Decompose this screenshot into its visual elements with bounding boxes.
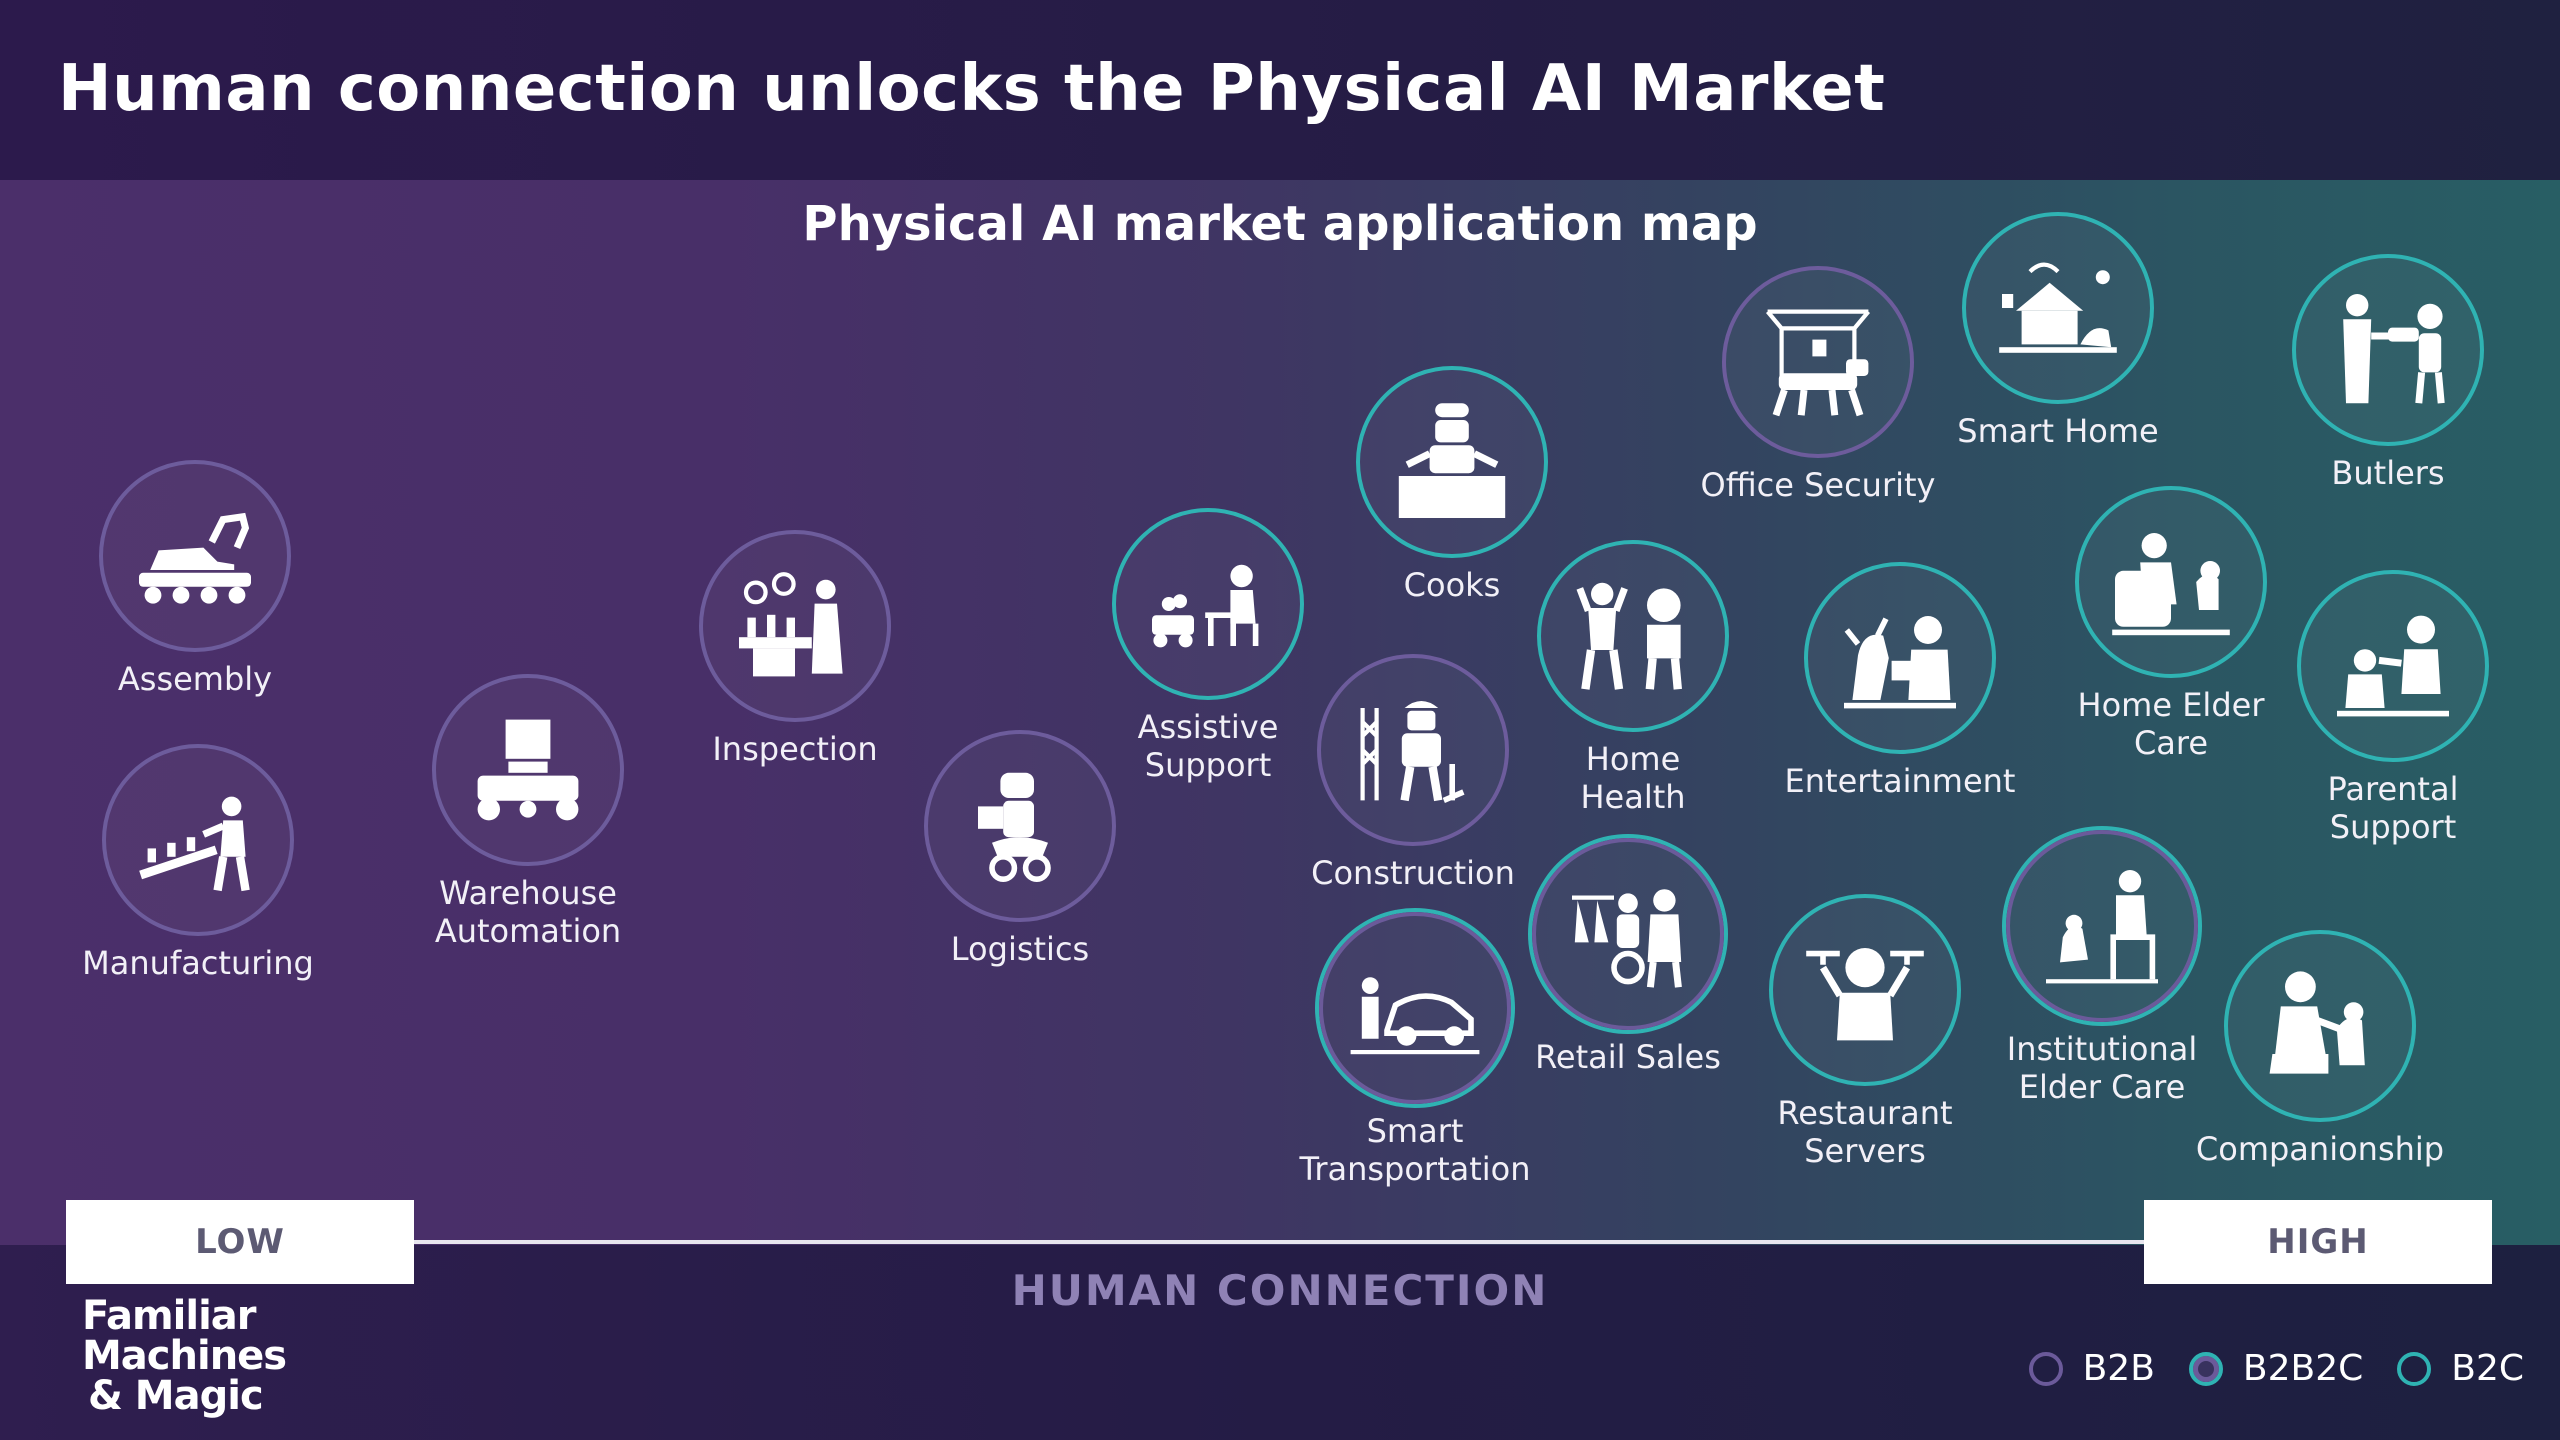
legend-label: B2B (2082, 1348, 2155, 1389)
manufacturing-circle[interactable] (102, 744, 294, 936)
cook-robot-icon (1398, 403, 1506, 518)
institutional-elder-care-circle[interactable] (2006, 830, 2198, 1022)
home-elder-care-circle[interactable] (2075, 486, 2267, 678)
smart-home-circle[interactable] (1962, 212, 2154, 404)
retail-sales-icon (1572, 889, 1682, 988)
logo-line-1: Familiar (82, 1293, 257, 1339)
warehouse-robot-icon (477, 719, 579, 821)
warehouse-automation-circle[interactable] (432, 674, 624, 866)
retail-sales-circle[interactable] (1532, 838, 1724, 1030)
node-label: Logistics (950, 930, 1090, 968)
entertainment-circle[interactable] (1804, 562, 1996, 754)
node-label: Cooks (1403, 566, 1501, 604)
institutional-elder-care-icon (2046, 870, 2158, 984)
smart-home-icon (1999, 262, 2117, 353)
assembly-robot-icon (139, 512, 251, 604)
legend: B2B B2B2C B2C (1995, 1348, 2524, 1389)
home-health-icon (1576, 582, 1682, 690)
home-elder-care-icon (2112, 533, 2230, 636)
butlers-circle[interactable] (2292, 254, 2484, 446)
node-label: Retail Sales (1535, 1038, 1721, 1076)
human-connection-axis (410, 1240, 2145, 1244)
home-health-circle[interactable] (1537, 540, 1729, 732)
node-label: Office Security (1700, 466, 1936, 504)
legend-item-b2c: B2C (2397, 1348, 2524, 1389)
legend-item-b2b: B2B (2028, 1348, 2155, 1389)
companionship-circle[interactable] (2224, 930, 2416, 1122)
legend-swatch-b2b2c (2188, 1351, 2223, 1386)
legend-label: B2C (2451, 1348, 2524, 1389)
axis-low-label: LOW (66, 1200, 414, 1284)
node-label: Companionship (2195, 1130, 2445, 1168)
page-title: Human connection unlocks the Physical AI… (58, 52, 1886, 126)
office-security-icon (1765, 309, 1871, 417)
node-label: Assembly (117, 660, 273, 698)
butler-robot-icon (2343, 294, 2445, 404)
node-label: Entertainment (1784, 762, 2016, 800)
legend-item-b2b2c: B2B2C (2188, 1348, 2364, 1389)
axis-high-label: HIGH (2144, 1200, 2492, 1284)
logo-line-3: & Magic (88, 1373, 264, 1419)
logistics-robot-icon (978, 772, 1051, 882)
inspection-circle[interactable] (699, 530, 891, 722)
construction-circle[interactable] (1317, 654, 1509, 846)
logistics-circle[interactable] (924, 730, 1116, 922)
company-logo: Familiar Machines & Magic (82, 1296, 322, 1416)
node-label: Inspection (712, 730, 878, 768)
axis-title: HUMAN CONNECTION (1011, 1266, 1549, 1315)
logo-line-2: Machines (82, 1333, 287, 1379)
node-label: Manufacturing (82, 944, 314, 982)
inspection-icon (739, 572, 843, 677)
footer-bar (0, 1245, 2560, 1440)
map-title: Physical AI market application map (802, 196, 1758, 252)
node-label: Butlers (2331, 454, 2445, 492)
assembly-circle[interactable] (99, 460, 291, 652)
node-label: Construction (1311, 854, 1515, 892)
parental-support-icon (2337, 615, 2449, 717)
restaurant-server-icon (1806, 948, 1924, 1041)
node-label: Smart Home (1957, 412, 2159, 450)
construction-robot-icon (1360, 701, 1465, 803)
legend-swatch-b2c (2397, 1351, 2432, 1386)
legend-label: B2B2C (2242, 1348, 2364, 1389)
manufacturing-icon (139, 796, 250, 892)
assistive-support-circle[interactable] (1112, 508, 1304, 700)
office-security-circle[interactable] (1722, 266, 1914, 458)
assistive-support-icon (1152, 564, 1259, 648)
companionship-icon (2269, 971, 2365, 1074)
restaurant-servers-circle[interactable] (1769, 894, 1961, 1086)
legend-swatch-b2b (2028, 1351, 2063, 1386)
smart-car-icon (1350, 977, 1480, 1055)
header-bar (0, 0, 2560, 180)
smart-transportation-circle[interactable] (1319, 912, 1511, 1104)
parental-support-circle[interactable] (2297, 570, 2489, 762)
cooks-circle[interactable] (1356, 366, 1548, 558)
entertainment-icon (1844, 616, 1956, 709)
